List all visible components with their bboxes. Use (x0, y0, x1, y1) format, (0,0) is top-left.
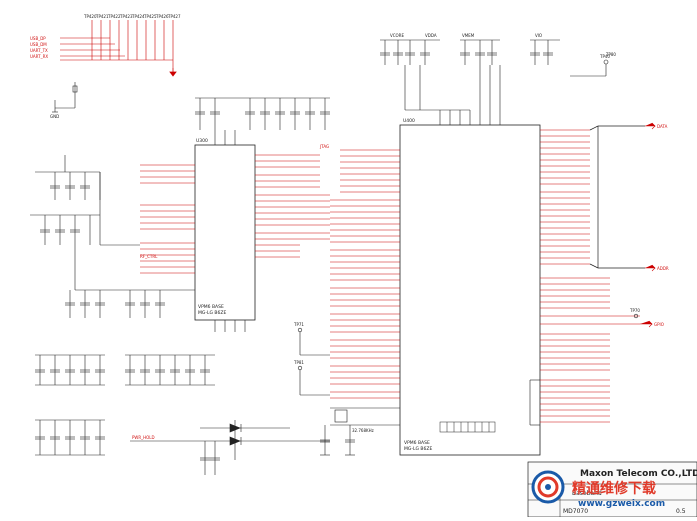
tp70 (633, 313, 639, 319)
tp71-tp81 (297, 327, 330, 396)
svg-text:TP427: TP427 (167, 14, 181, 19)
watermark-cn: 精通维修下载 (572, 480, 656, 497)
crystal-label: 32.768KHz (352, 428, 374, 433)
reset-circuit (52, 82, 78, 113)
rail-label-vdda: VDDA (425, 33, 437, 38)
rail-labels-top: VCORE VDDA VMEM VIO TP40 (390, 33, 610, 59)
svg-text:TP426: TP426 (155, 14, 169, 19)
u400-part: VPM6 BASE (404, 440, 430, 446)
company-name: Maxon Telecom CO.,LTD (580, 469, 697, 479)
header-pin-row (60, 20, 174, 68)
rf-ctrl-label: RF_CTRL (140, 254, 158, 259)
power-hold-circuit (130, 420, 330, 475)
pwr-hold-label: PWR_HOLD (132, 435, 155, 440)
model-number: MD7070 (563, 508, 588, 515)
svg-text:USB_DP: USB_DP (30, 36, 46, 41)
u300-decaps (195, 97, 330, 145)
u400-ref: U400 (403, 118, 415, 124)
rail-label-vcore: VCORE (390, 33, 404, 38)
u400-chip: U400 VPM6 BASE MG-LG B6ZE (399, 118, 541, 456)
tp70-label: TP70 (629, 308, 640, 313)
svg-text:TP424: TP424 (131, 14, 145, 19)
u300-part: VPM6 BASE (198, 304, 224, 310)
svg-text:TP422: TP422 (107, 14, 121, 19)
addr-bus-label: ADDR (657, 266, 669, 271)
sheet-title: Baseband (572, 490, 602, 497)
decap-array-top (380, 39, 560, 65)
watermark-url: www.gzweix.com (578, 499, 665, 509)
u400-right-pins (540, 129, 640, 423)
rail-label-vio: VIO (535, 33, 542, 38)
cap-bank-bottom (35, 419, 105, 456)
u300-bottom-pins (214, 320, 246, 332)
rail-label-vmem: VMEM (462, 33, 475, 38)
svg-text:TP425: TP425 (143, 14, 157, 19)
bus-arrows (640, 122, 656, 328)
left-passive-network (30, 155, 195, 318)
svg-text:TP423: TP423 (119, 14, 133, 19)
gpio-bracket (529, 379, 540, 426)
watermark: 精通维修下载 www.gzweix.com (531, 470, 665, 509)
u300-ref: U300 (196, 138, 208, 144)
svg-text:UART_RX: UART_RX (30, 54, 48, 59)
svg-text:USB_DM: USB_DM (30, 42, 47, 47)
svg-text:TP420: TP420 (83, 14, 97, 19)
gnd-arrow-1 (169, 68, 177, 77)
gpio-bus-label: GPIO (654, 322, 664, 327)
data-bus-label: DATA (657, 124, 668, 129)
power-bus (404, 65, 501, 125)
gnd-label: GND (50, 114, 59, 119)
svg-text:UART_TX: UART_TX (30, 48, 48, 53)
tp71-label: TP71 (293, 322, 304, 327)
svg-text:TP421: TP421 (95, 14, 109, 19)
cap-bank-mid (125, 354, 215, 386)
tp40 (570, 59, 609, 77)
data-bus-brackets (589, 125, 645, 269)
jtag-label: JTAG (319, 144, 329, 149)
u300-left-pins (140, 164, 195, 274)
u300-chip: U300 VPM6 BASE MG-LG B6ZE (194, 138, 256, 321)
tp81-label: TP81 (293, 360, 304, 365)
u300-pkg: MG-LG B6ZE (198, 310, 226, 316)
test-pad-row (439, 421, 496, 433)
tp80-label: TP80 (605, 52, 616, 57)
cap-bank-left (35, 354, 105, 386)
u400-pkg: MG-LG B6ZE (404, 446, 432, 452)
revision: 0.5 (676, 508, 686, 515)
u300-right-pins (255, 154, 330, 258)
tp40-label: TP40 (599, 54, 610, 59)
crystal-circuit (320, 407, 400, 456)
u400-left-pins (330, 149, 400, 399)
bus-labels: DATA ADDR GPIO TP70 (629, 124, 669, 327)
